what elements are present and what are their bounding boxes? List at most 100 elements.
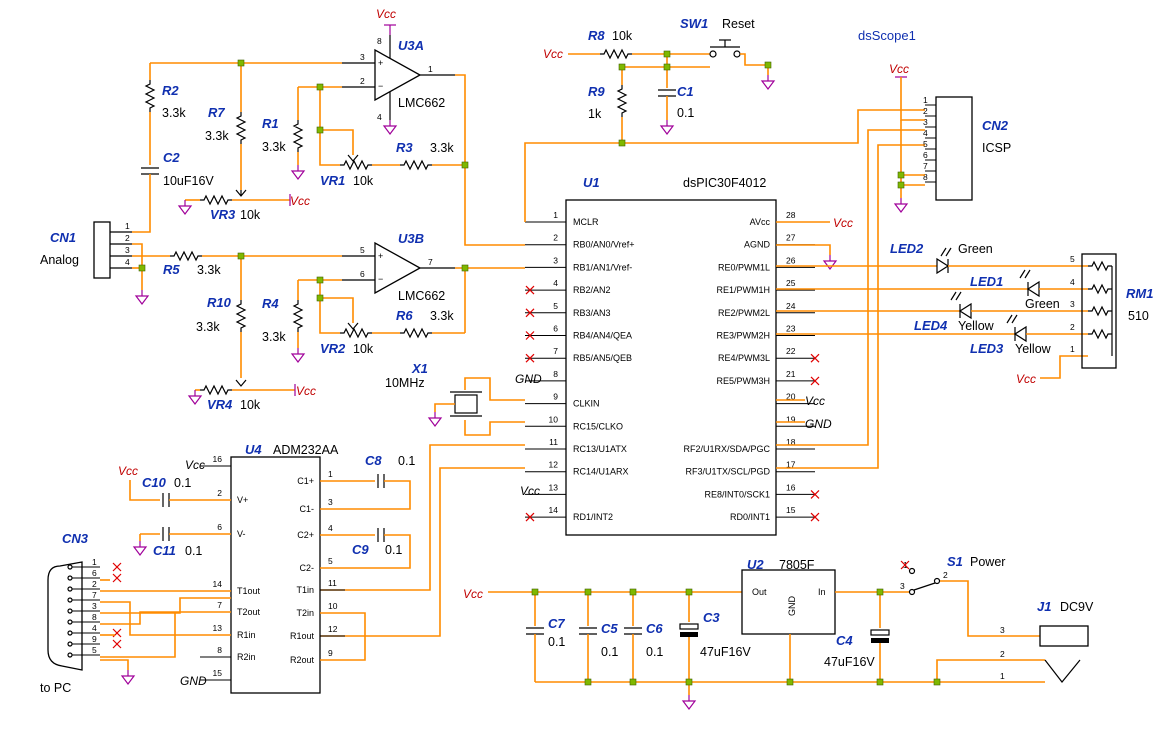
dc-jack-j1: 3 2 1 J1 DC9V [1000, 599, 1094, 683]
c4-ref: C4 [836, 633, 853, 648]
u1-pin-number: 23 [786, 324, 796, 334]
rm1-pin-number: 3 [1070, 299, 1075, 309]
no-connect-mark [112, 639, 122, 649]
u3b-pin-minus: 6 [360, 269, 365, 279]
vr4-ref: VR4 [207, 397, 233, 412]
c6-ref: C6 [646, 621, 663, 636]
u1-pin-number: 4 [553, 278, 558, 288]
svg-text:Vcc: Vcc [543, 47, 563, 61]
u4-pin-number: 1 [328, 469, 333, 479]
cn1-ref: CN1 [50, 230, 76, 245]
switch-s1: 1 2 3 S1 Power [900, 554, 1005, 596]
sw1-ref: SW1 [680, 16, 708, 31]
u3a-ref: U3A [398, 38, 424, 53]
j1-ref: J1 [1037, 599, 1051, 614]
u4-part: ADM232AA [273, 443, 339, 457]
led2-color: Green [958, 242, 993, 256]
u4-pin-name: T1out [237, 586, 261, 596]
vr3-ref: VR3 [210, 207, 236, 222]
svg-text:Vcc: Vcc [833, 216, 853, 230]
u1-pin-number: 27 [786, 233, 796, 243]
u1-pin-name: RE4/PWM3L [718, 353, 770, 363]
u4-pin-name: R2out [290, 655, 315, 665]
j1-pin-2: 2 [1000, 649, 1005, 659]
cn3-pin-number: 3 [92, 601, 97, 611]
cn2-pin-number: 1 [923, 95, 928, 105]
u4-pin-name: V- [237, 529, 246, 539]
u4-pin-number: 7 [217, 600, 222, 610]
led4-ref: LED4 [914, 318, 948, 333]
led1-color: Green [1025, 297, 1060, 311]
sheet-title: dsScope1 [858, 28, 916, 43]
db9-pin [67, 619, 73, 625]
u4-pin-name: R1in [237, 630, 256, 640]
c10-ref: C10 [142, 475, 167, 490]
svg-text:Vcc: Vcc [1016, 372, 1036, 386]
r10-value: 3.3k [196, 320, 220, 334]
u4-pin-number: 2 [217, 488, 222, 498]
r2-ref: R2 [162, 83, 179, 98]
u1-pin-number: 2 [553, 233, 558, 243]
cn3-pin-number: 7 [92, 590, 97, 600]
cn3-pin-number: 8 [92, 612, 97, 622]
u1-pin-name: RE0/PWM1L [718, 262, 770, 272]
rm1-element [1088, 260, 1112, 272]
db9-pin [67, 608, 73, 614]
led1-ref: LED1 [970, 274, 1003, 289]
r5-ref: R5 [163, 262, 180, 277]
u1-pin-name: MCLR [573, 217, 599, 227]
no-connect-mark [810, 489, 820, 499]
j1-label: DC9V [1060, 600, 1094, 614]
rm1-pin-number: 1 [1070, 344, 1075, 354]
u1-pin-name: RC14/U1ARX [573, 467, 629, 477]
u4-pin-number: 12 [328, 624, 338, 634]
u4-pin-name: R2in [237, 652, 256, 662]
c4-value: 47uF16V [824, 655, 875, 669]
u4-pin-number: 13 [213, 623, 223, 633]
regulator-u2: U2 7805F Out In GND [741, 557, 836, 635]
cn1-label: Analog [40, 253, 79, 267]
c1-ref: C1 [677, 84, 694, 99]
svg-text:+: + [378, 251, 383, 261]
u1-left-pins: 1MCLR2RB0/AN0/Vref+3RB1/AN1/Vref-4RB2/AN… [525, 210, 634, 522]
led-group: LED2 Green LED1 Green LED4 Yellow LED3 Y… [776, 241, 1088, 356]
no-connect-mark [525, 353, 535, 363]
r7-ref: R7 [208, 105, 225, 120]
svg-text:Vcc: Vcc [520, 484, 540, 498]
cn2-pin-number: 4 [923, 128, 928, 138]
connector-cn1: 1 2 3 4 CN1 Analog [40, 221, 132, 279]
u3a-pin-out: 1 [428, 64, 433, 74]
no-connect-mark [810, 353, 820, 363]
c9-ref: C9 [352, 542, 369, 557]
cn2-pin-number: 5 [923, 139, 928, 149]
db9-pin [67, 586, 73, 592]
u4-pin-number: 16 [213, 454, 223, 464]
u1-pin-name: RB2/AN2 [573, 285, 611, 295]
svg-text:Vcc: Vcc [296, 384, 316, 398]
cn1-pin-4: 4 [125, 257, 130, 267]
c2-ref: C2 [163, 150, 180, 165]
db9-pin [67, 641, 73, 647]
vr2-ref: VR2 [320, 341, 346, 356]
u4-pin-number: 4 [328, 523, 333, 533]
u4-pin-name: C2- [299, 563, 314, 573]
svg-text:Vcc: Vcc [805, 394, 825, 408]
u1-pin-name: RB0/AN0/Vref+ [573, 240, 634, 250]
cn2-pin-number: 8 [923, 172, 928, 182]
no-connect-mark [810, 512, 820, 522]
r6-ref: R6 [396, 308, 413, 323]
cn2-pin-number: 7 [923, 161, 928, 171]
u2-pin-out: Out [752, 587, 767, 597]
u1-pin-name: CLKIN [573, 399, 600, 409]
u1-pin-name: RD0/INT1 [730, 512, 770, 522]
no-connect-mark [810, 376, 820, 386]
u4-pin-number: 9 [328, 648, 333, 658]
u3a-pin-vcc: 8 [377, 36, 382, 46]
u4-pin-number: 10 [328, 601, 338, 611]
r1-value: 3.3k [262, 140, 286, 154]
j1-pin-3: 3 [1000, 625, 1005, 635]
u1-pin-number: 10 [549, 414, 559, 424]
u1-pin-number: 12 [549, 460, 559, 470]
